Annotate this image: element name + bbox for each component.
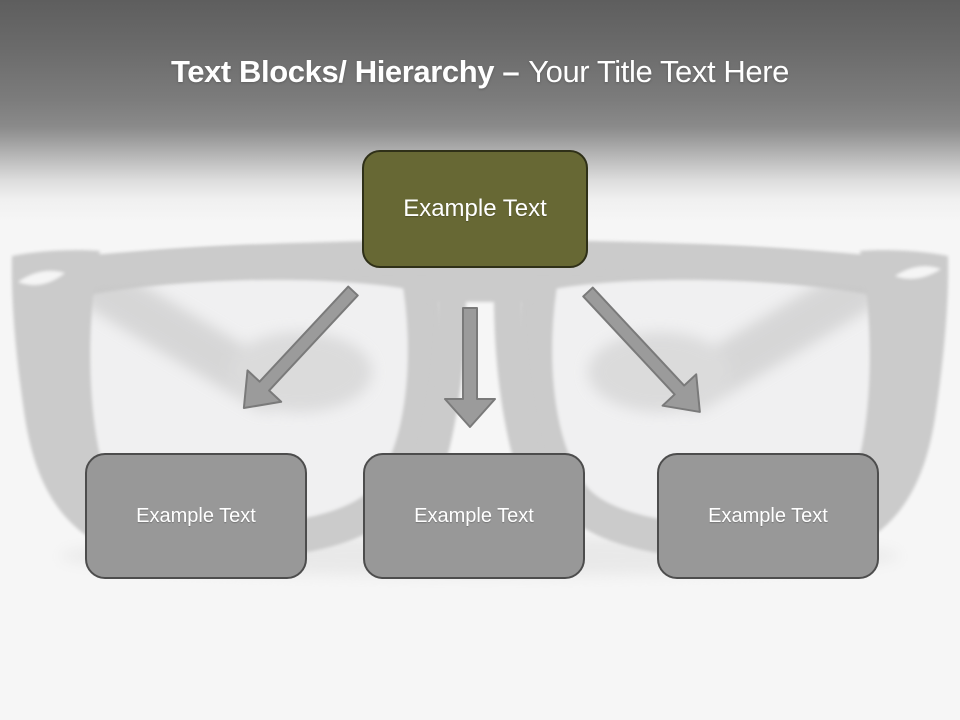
- hierarchy-root-box: Example Text: [362, 150, 588, 268]
- arrow-down-left-icon: [242, 285, 359, 410]
- slide-title-rest: Your Title Text Here: [528, 54, 790, 89]
- hierarchy-root-label: Example Text: [403, 195, 547, 222]
- hierarchy-child-box: Example Text: [657, 453, 879, 579]
- hierarchy-child-box: Example Text: [363, 453, 585, 579]
- arrow-down-icon: [444, 307, 496, 428]
- hierarchy-child-label: Example Text: [136, 504, 256, 527]
- slide-title-emphasis: Text Blocks/ Hierarchy –: [170, 54, 520, 89]
- hierarchy-child-box: Example Text: [85, 453, 307, 579]
- arrow-down-right-icon: [582, 286, 701, 413]
- hierarchy-child-label: Example Text: [708, 504, 828, 527]
- hierarchy-child-label: Example Text: [414, 504, 534, 527]
- slide-title: Text Blocks/ Hierarchy –Your Title Text …: [0, 52, 960, 92]
